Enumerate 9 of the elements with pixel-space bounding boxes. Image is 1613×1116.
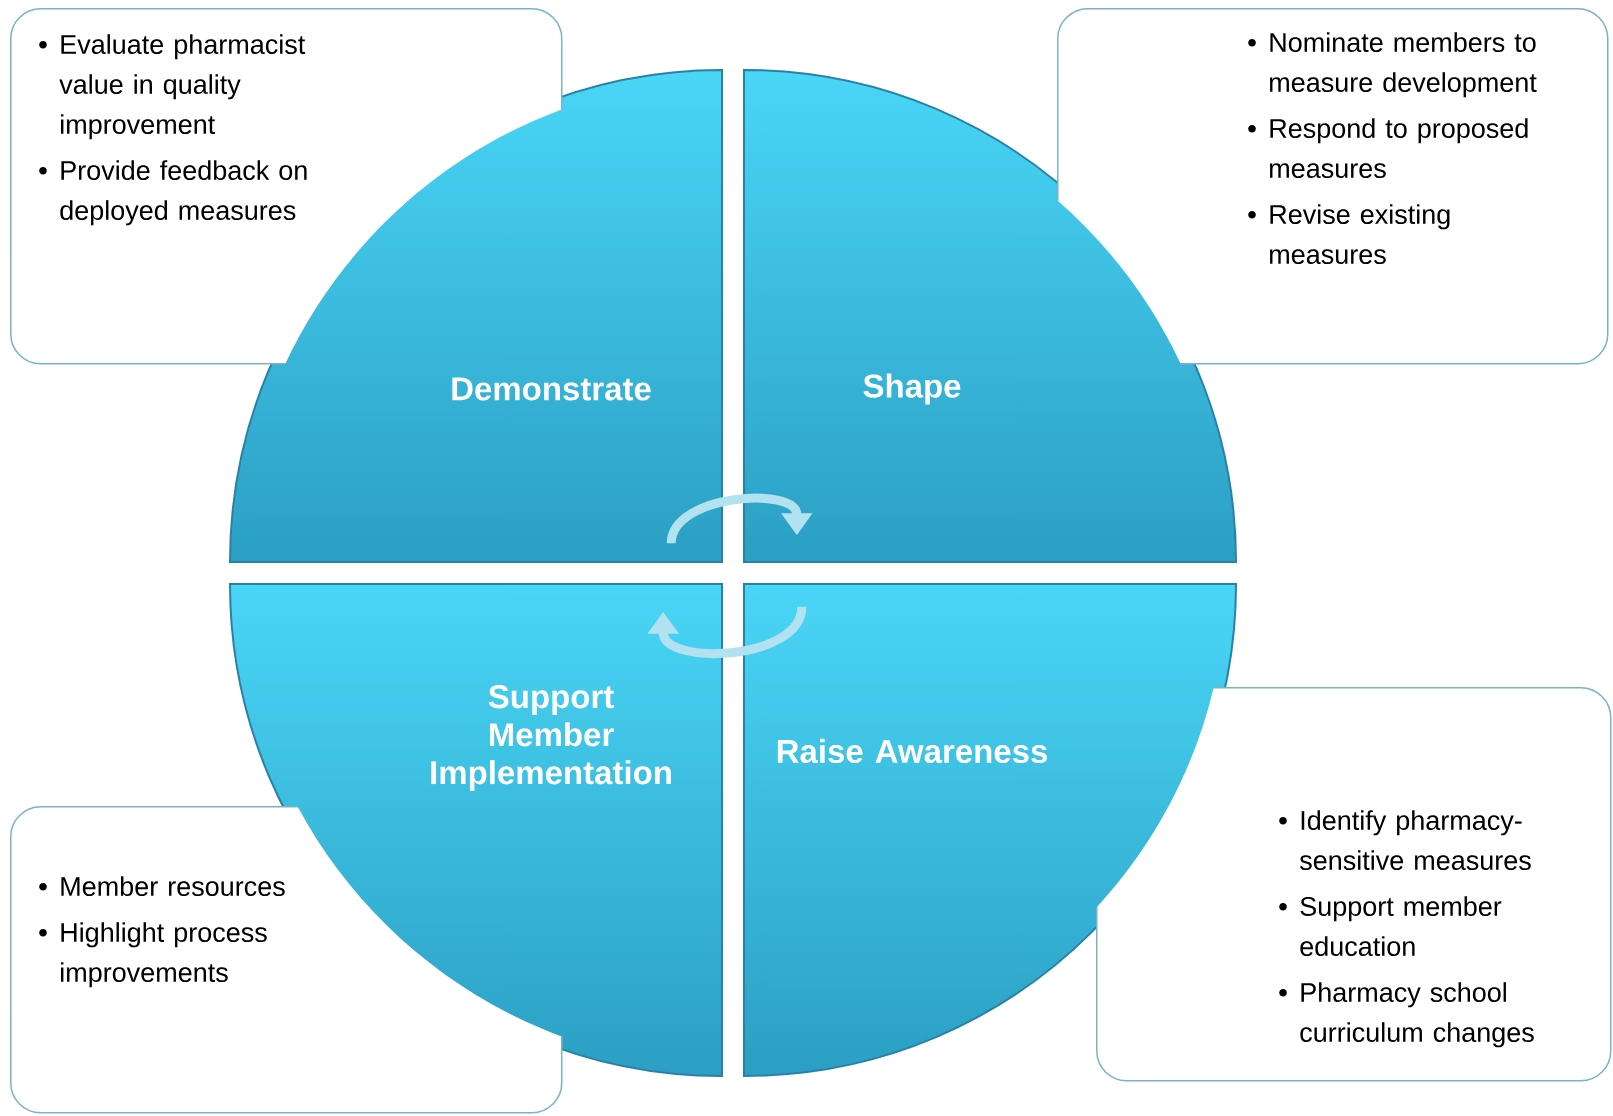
bullet-item: Pharmacy school curriculum changes (1279, 982, 1534, 1048)
text-box (1057, 8, 1609, 365)
text-box (1096, 687, 1612, 1082)
bullet-item: Support member education (1279, 896, 1502, 957)
bullet-item: Nominate members to measure development (1248, 32, 1537, 98)
bullet-item: Identify pharmacy-sensitive measures (1279, 810, 1531, 871)
bullet-item: Revise existing measures (1248, 204, 1450, 264)
curved-arrow (647, 605, 807, 659)
bullet-item: Respond to proposed measures (1248, 118, 1528, 178)
